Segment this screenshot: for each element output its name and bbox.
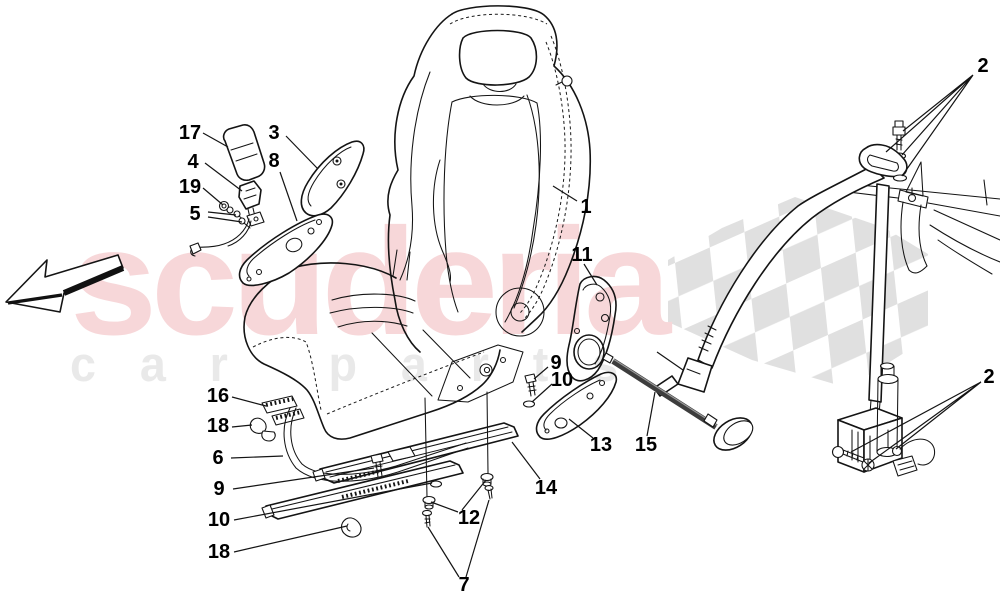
strut-15 bbox=[602, 352, 754, 451]
callout-11[interactable]: 11 bbox=[571, 244, 593, 266]
direction-arrow-icon bbox=[5, 254, 125, 313]
seat-frame-tube bbox=[283, 407, 469, 482]
callout-6[interactable]: 6 bbox=[212, 447, 224, 469]
callout-18-lower[interactable]: 18 bbox=[207, 541, 231, 563]
buckle-boot-17 bbox=[222, 124, 266, 182]
callout-10-right[interactable]: 10 bbox=[550, 369, 574, 391]
belt-buckle-4 bbox=[238, 180, 265, 227]
backrest-knob bbox=[561, 75, 573, 87]
callout-5[interactable]: 5 bbox=[189, 203, 201, 225]
rail-screw-7a bbox=[421, 509, 433, 528]
rail-clamp-18-lower bbox=[340, 517, 362, 538]
callout-16[interactable]: 16 bbox=[206, 385, 230, 407]
watermark-scuderia: scuderia bbox=[70, 197, 673, 367]
right-parts-group bbox=[522, 275, 754, 451]
callout-19[interactable]: 19 bbox=[178, 176, 202, 198]
watermark-car-parts: car parts bbox=[70, 338, 662, 392]
callout-13[interactable]: 13 bbox=[589, 434, 613, 456]
rail-screw-7b bbox=[484, 485, 494, 500]
lap-belt-strap bbox=[868, 183, 890, 403]
retractor-wire bbox=[899, 438, 936, 466]
plate-washer-10 bbox=[522, 400, 536, 408]
checkered-flag-watermark bbox=[668, 197, 928, 388]
trim-plate-3 bbox=[300, 140, 365, 217]
seatbelt-illustration bbox=[653, 120, 936, 477]
callout-14[interactable]: 14 bbox=[534, 477, 558, 499]
watermark-layer: scuderia car parts bbox=[70, 197, 928, 392]
side-plate-13 bbox=[535, 371, 618, 440]
callout-2-top[interactable]: 2 bbox=[977, 55, 989, 77]
recliner-mechanism bbox=[437, 287, 545, 403]
callout-4[interactable]: 4 bbox=[187, 151, 199, 173]
callout-3[interactable]: 3 bbox=[268, 122, 280, 144]
callout-7[interactable]: 7 bbox=[458, 574, 470, 596]
leader-lines bbox=[202, 74, 982, 578]
mount-plate-8 bbox=[238, 213, 334, 287]
callout-17[interactable]: 17 bbox=[178, 122, 202, 144]
rail-clamp-18-upper bbox=[249, 417, 276, 442]
grommet-19 bbox=[218, 200, 234, 214]
buckle-wire bbox=[189, 218, 252, 257]
callout-9-right[interactable]: 9 bbox=[550, 352, 562, 374]
rail-screw-9 bbox=[370, 453, 384, 478]
callout-10-left[interactable]: 10 bbox=[207, 509, 231, 531]
callout-1[interactable]: 1 bbox=[580, 196, 592, 218]
seat-cushion bbox=[243, 262, 501, 440]
plate-screw-9 bbox=[524, 373, 537, 397]
left-parts-group bbox=[189, 124, 365, 287]
side-plate-11 bbox=[566, 275, 617, 382]
retractor-bolt bbox=[831, 445, 845, 459]
seat-backrest bbox=[451, 5, 592, 333]
rail-washer-10 bbox=[429, 480, 443, 488]
callout-9-left[interactable]: 9 bbox=[213, 478, 225, 500]
callout-18-upper[interactable]: 18 bbox=[206, 415, 230, 437]
rail-spacer-12b bbox=[480, 472, 494, 487]
callout-15[interactable]: 15 bbox=[634, 434, 658, 456]
callout-8[interactable]: 8 bbox=[268, 150, 280, 172]
belt-retractor bbox=[831, 362, 936, 477]
rail-bracket-16 bbox=[261, 395, 305, 426]
callout-2-bottom[interactable]: 2 bbox=[983, 366, 995, 388]
callout-12[interactable]: 12 bbox=[457, 507, 481, 529]
